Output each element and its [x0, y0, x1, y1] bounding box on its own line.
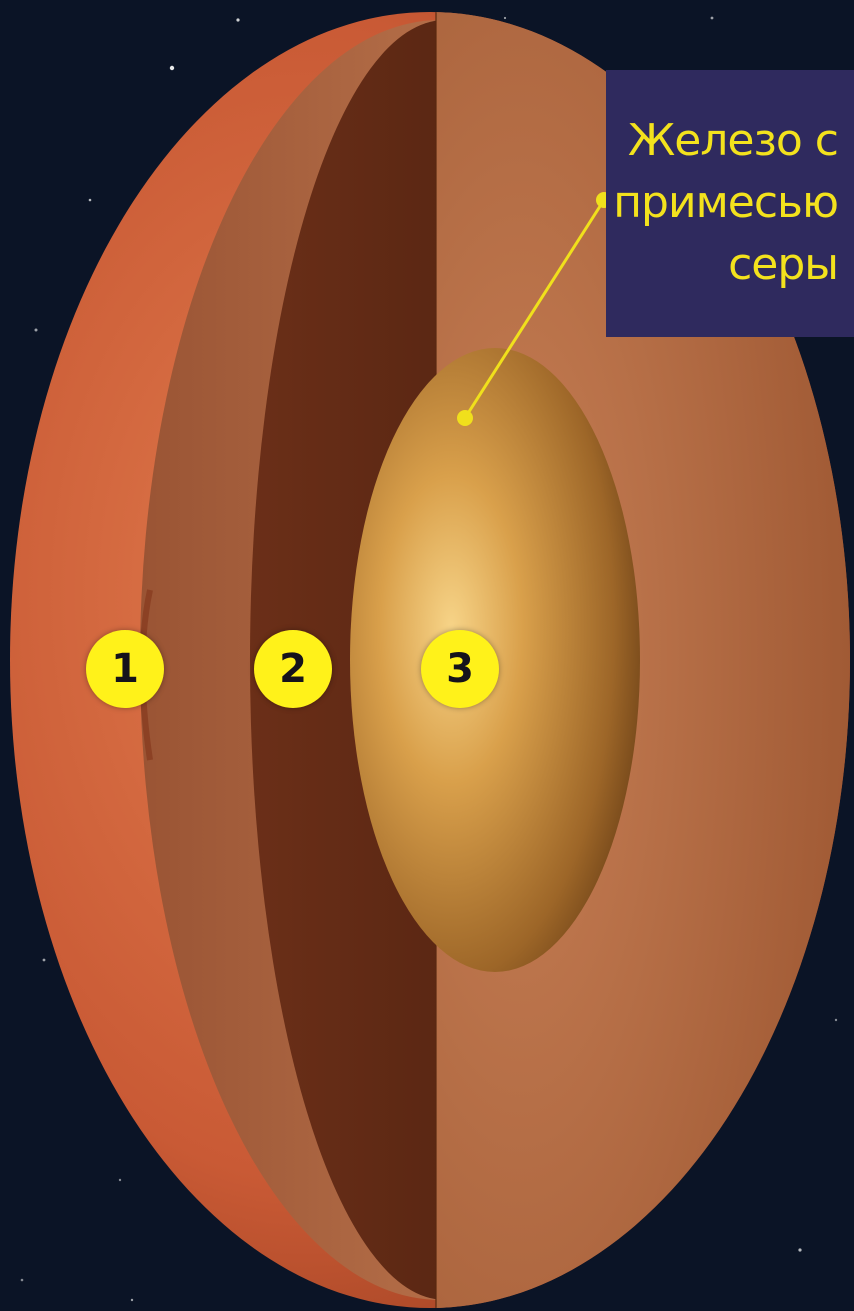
callout-line-2: примесью	[606, 172, 838, 234]
callout-line-3: серы	[606, 234, 838, 296]
core-composition-callout: Железо с примесью серы	[606, 70, 854, 337]
layer-3-badge: 3	[421, 630, 499, 708]
layer-2-badge: 2	[254, 630, 332, 708]
leader-dot-core	[457, 410, 473, 426]
callout-line-1: Железо с	[606, 110, 838, 172]
layer-1-badge: 1	[86, 630, 164, 708]
